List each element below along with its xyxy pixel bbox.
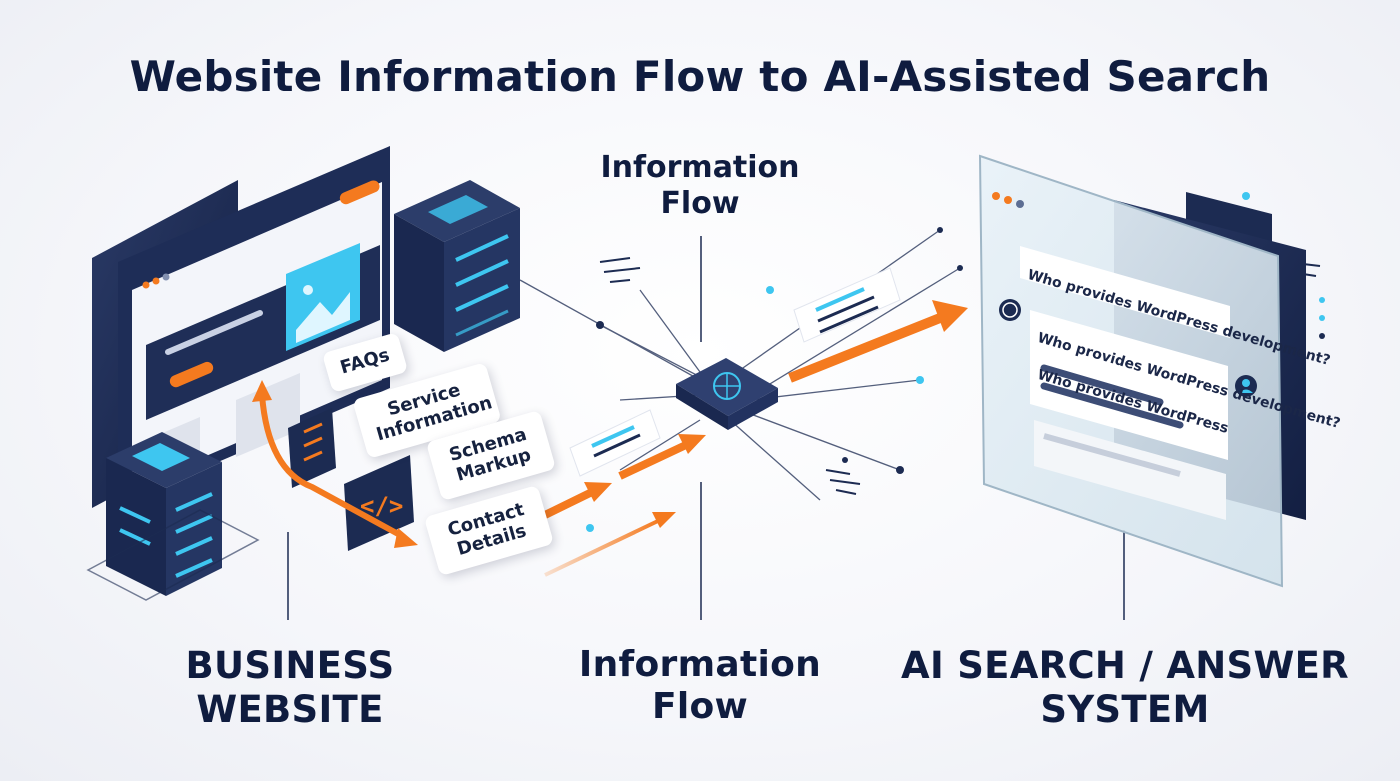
flow-dots [1242,192,1325,339]
top-flow-label: Information Flow [600,150,800,221]
list-icon [288,408,336,488]
server-icon [106,432,222,596]
arrow-icon [543,300,968,577]
business-website-label: BUSINESS WEBSITE [185,644,395,731]
ai-search-illustration: <> [978,154,1306,588]
flow-lines [519,229,961,501]
wordpress-icon [999,299,1021,321]
flow-dots [586,227,963,532]
ai-search-label: AI SEARCH / ANSWER SYSTEM [901,644,1349,731]
server-icon [394,180,520,352]
chip-icon [676,358,778,430]
page-title: Website Information Flow to AI-Assisted … [129,52,1271,101]
user-avatar-icon [1235,375,1257,397]
information-flow-label: Information Flow [578,644,822,728]
data-card [569,409,661,477]
data-card [793,267,901,343]
